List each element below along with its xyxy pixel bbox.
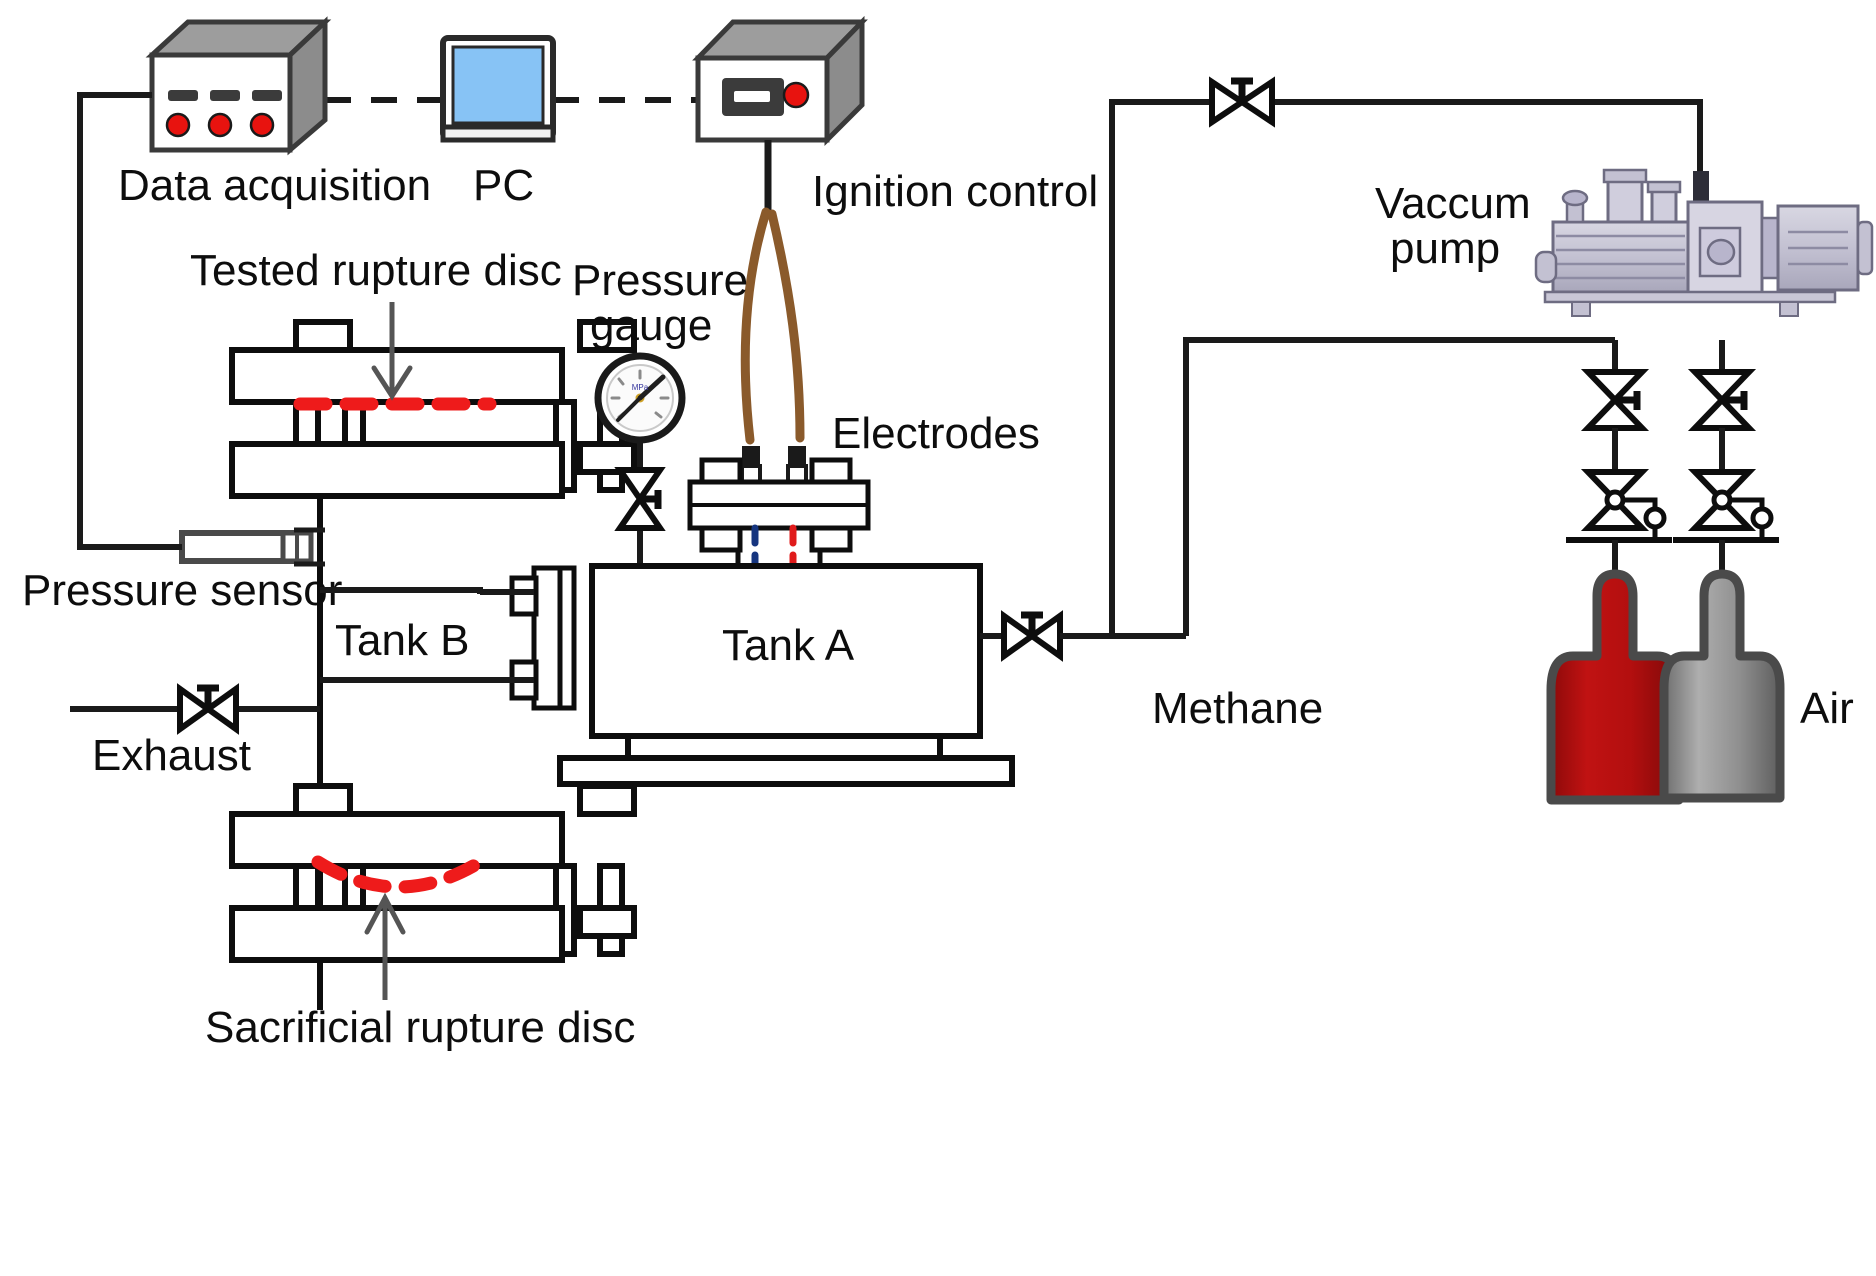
label-air: Air xyxy=(1800,684,1854,733)
vacuum-line xyxy=(1109,99,1703,636)
label-exhaust: Exhaust xyxy=(92,731,251,780)
sensor-to-daq-wire xyxy=(77,92,182,550)
pressure-gauge-valve[interactable] xyxy=(614,467,666,531)
sacrificial-disc-pointer xyxy=(364,892,406,1000)
electrode-cables xyxy=(740,207,805,445)
tank-a[interactable] xyxy=(557,563,1015,787)
air-shutoff-valve[interactable] xyxy=(1687,369,1757,431)
pc-monitor[interactable] xyxy=(440,35,556,143)
tested-disc-pointer xyxy=(371,302,413,401)
power-indicator xyxy=(782,81,810,109)
methane-regulator-valve[interactable] xyxy=(1580,469,1667,540)
da-indicator-lights xyxy=(165,112,275,138)
label-tested-rupture-disc: Tested rupture disc xyxy=(190,246,562,295)
pressure-sensor[interactable] xyxy=(179,527,325,567)
vacuum-line-valve[interactable] xyxy=(1209,76,1275,128)
label-vacuum-pump-l2: pump xyxy=(1390,224,1500,273)
pressure-gauge[interactable]: MPa xyxy=(594,352,686,444)
label-tank-a: Tank A xyxy=(722,621,855,670)
da-slots xyxy=(168,90,282,101)
label-pressure-gauge-l1: Pressure xyxy=(572,256,748,305)
vacuum-pump[interactable] xyxy=(1534,168,1874,317)
gas-supply-header xyxy=(1183,337,1725,636)
label-sacrificial-rupture-disc: Sacrificial rupture disc xyxy=(205,1003,635,1052)
label-pressure-sensor: Pressure sensor xyxy=(22,566,342,615)
svg-text:MPa: MPa xyxy=(632,383,649,392)
label-methane: Methane xyxy=(1152,684,1323,733)
methane-shutoff-valve[interactable] xyxy=(1580,369,1650,431)
label-electrodes: Electrodes xyxy=(832,409,1040,458)
ignition-control-unit[interactable] xyxy=(692,15,868,147)
air-regulator-valve[interactable] xyxy=(1687,469,1774,540)
data-acquisition-unit[interactable] xyxy=(145,16,332,156)
tank-a-side-flange xyxy=(509,565,577,711)
label-vacuum-pump-l1: Vaccum xyxy=(1375,179,1531,228)
tank-a-gas-inlet-valve[interactable] xyxy=(1001,610,1063,662)
sacrificial-rupture-disc-holder[interactable] xyxy=(229,783,637,963)
label-data-acquisition: Data acquisition xyxy=(118,161,431,210)
exhaust-valve[interactable] xyxy=(177,683,239,735)
air-cylinder[interactable] xyxy=(1659,569,1785,803)
label-tank-b: Tank B xyxy=(335,616,470,665)
tank-b-branch-lines xyxy=(320,587,534,683)
sacrificial-disc-line xyxy=(311,855,487,894)
label-ignition-control: Ignition control xyxy=(812,167,1098,216)
methane-cylinder[interactable] xyxy=(1546,569,1684,805)
label-pc: PC xyxy=(473,161,534,210)
tested-rupture-disc-holder[interactable] xyxy=(229,319,637,499)
label-pressure-gauge-l2: gauge xyxy=(590,301,712,350)
